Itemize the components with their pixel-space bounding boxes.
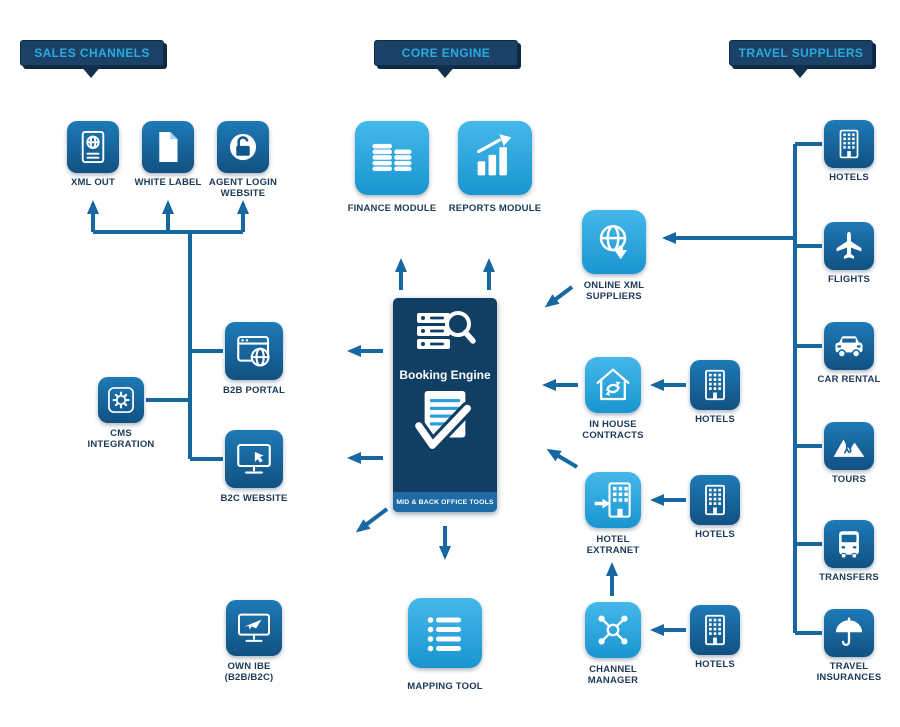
node-transfers: [824, 520, 874, 568]
mountain-hiker-icon: [833, 439, 865, 457]
node-hotel-extranet: [585, 472, 641, 528]
label-tours: TOURS: [831, 474, 867, 485]
label-own-ibe: OWN IBE (B2B/B2C): [224, 661, 274, 684]
blank-page-icon: [159, 131, 178, 163]
header-travel-suppliers: TRAVEL SUPPLIERS: [729, 40, 873, 66]
node-reports-module: [458, 121, 532, 195]
node-mapping-tool: [408, 598, 482, 668]
monitor-cursor-icon: [237, 443, 271, 474]
server-search-icon: [417, 311, 476, 349]
airplane-icon: [836, 231, 862, 259]
hotel-building-icon: [705, 369, 725, 401]
hotel-building-icon: [839, 129, 859, 159]
node-flights: [824, 222, 874, 270]
node-own-ibe: [226, 600, 282, 656]
header-core-engine: CORE ENGINE: [374, 40, 518, 66]
browser-globe-icon: [237, 335, 270, 367]
node-channel-manager: [585, 602, 641, 658]
node-cms-integration: [98, 377, 144, 423]
label-hotel-extranet: HOTEL EXTRANET: [586, 534, 640, 557]
label-cms-integration: CMS INTEGRATION: [87, 428, 155, 451]
node-travel-insurances: [824, 609, 874, 657]
coins-icon: [372, 143, 412, 171]
label-suppliers-hotels: HOTELS: [829, 172, 869, 183]
label-channel-manager: CHANNEL MANAGER: [587, 664, 639, 687]
label-agent-login: AGENT LOGIN WEBSITE: [208, 177, 278, 200]
node-suppliers-hotels: [824, 120, 874, 168]
node-white-label: [142, 121, 194, 173]
car-icon: [835, 336, 863, 358]
label-mapping-tool: MAPPING TOOL: [407, 681, 483, 692]
node-finance-module: [355, 121, 429, 195]
hotel-building-icon: [705, 484, 725, 516]
mid-back-office-strip: MID & BACK OFFICE TOOLS: [393, 492, 497, 512]
label-car-rental: CAR RENTAL: [817, 374, 881, 385]
node-hotels-2: [690, 475, 740, 525]
node-b2b-portal: [225, 322, 283, 380]
passport-globe-icon: [81, 131, 105, 163]
hub-network-icon: [598, 615, 628, 645]
label-b2b-portal: B2B PORTAL: [223, 385, 285, 396]
label-online-xml-suppliers: ONLINE XML SUPPLIERS: [583, 280, 645, 303]
bus-icon: [839, 531, 859, 559]
booking-engine-title: Booking Engine: [399, 368, 491, 382]
header-sales-channels: SALES CHANNELS: [20, 40, 164, 66]
padlock-icon: [229, 133, 257, 161]
node-booking-engine: Booking Engine MID & BACK OFFICE TOOLS: [393, 298, 497, 512]
node-hotels-3: [690, 605, 740, 655]
node-tours: [824, 422, 874, 470]
building-arrow-icon: [594, 482, 631, 518]
node-b2c-website: [225, 430, 283, 488]
arrow-booking-to-ownibe: [355, 507, 389, 533]
label-in-house-contracts: IN HOUSE CONTRACTS: [582, 419, 644, 442]
label-hotels-3: HOTELS: [695, 659, 735, 670]
label-xml-out: XML OUT: [71, 177, 115, 188]
node-agent-login: [217, 121, 269, 173]
node-xml-out: [67, 121, 119, 173]
list-icon: [427, 617, 461, 652]
document-check-icon: [413, 390, 475, 453]
label-reports-module: REPORTS MODULE: [448, 203, 542, 214]
node-hotels-1: [690, 360, 740, 410]
label-finance-module: FINANCE MODULE: [347, 203, 437, 214]
arrow-onlinexml-to-booking: [544, 285, 574, 308]
gear-box-icon: [108, 387, 134, 413]
label-flights: FLIGHTS: [827, 274, 871, 285]
label-white-label: WHITE LABEL: [134, 177, 202, 188]
label-hotels-1: HOTELS: [695, 414, 735, 425]
node-car-rental: [824, 322, 874, 370]
house-sync-icon: [596, 368, 630, 401]
node-in-house-contracts: [585, 357, 641, 413]
monitor-plane-icon: [238, 613, 270, 642]
label-hotels-2: HOTELS: [695, 529, 735, 540]
label-b2c-website: B2C WEBSITE: [220, 493, 288, 504]
node-online-xml-suppliers: [582, 210, 646, 274]
label-travel-insurances: TRAVEL INSURANCES: [816, 661, 882, 684]
label-transfers: TRANSFERS: [819, 572, 879, 583]
globe-arrow-icon: [599, 224, 627, 260]
bar-chart-icon: [477, 134, 512, 176]
hotel-building-icon: [705, 614, 725, 646]
umbrella-icon: [835, 617, 863, 646]
arrow-extranet-to-booking: [546, 448, 579, 469]
